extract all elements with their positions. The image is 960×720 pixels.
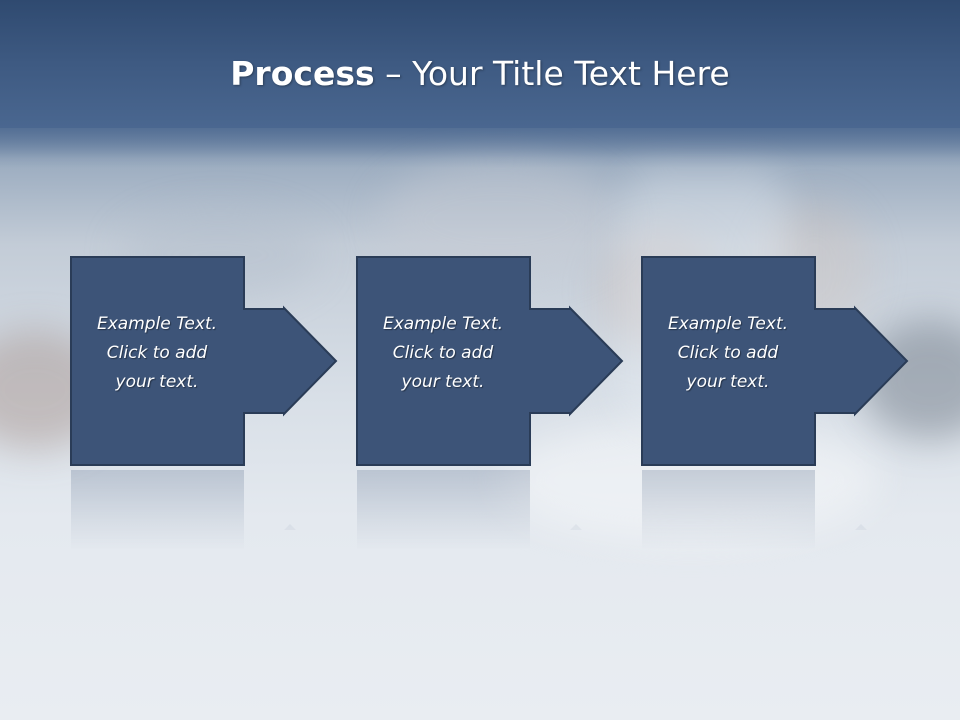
process-step-1[interactable]: Example Text. Click to add your text. (70, 256, 340, 468)
step-text[interactable]: Example Text. Click to add your text. (667, 314, 789, 392)
step-reflection (71, 470, 296, 550)
slide-title[interactable]: Process – Your Title Text Here (0, 52, 960, 96)
slide-title-rest: – Your Title Text Here (374, 54, 730, 93)
step-text[interactable]: Example Text. Click to add your text. (96, 314, 218, 392)
step-reflection (642, 470, 867, 550)
title-banner (0, 0, 960, 128)
step-arrow-shape (641, 256, 909, 466)
slide-title-bold: Process (230, 54, 375, 93)
step-reflection (357, 470, 582, 550)
step-arrow-shape (70, 256, 338, 466)
step-text[interactable]: Example Text. Click to add your text. (382, 314, 504, 392)
process-step-2[interactable]: Example Text. Click to add your text. (356, 256, 626, 468)
process-step-3[interactable]: Example Text. Click to add your text. (641, 256, 911, 468)
step-arrow-shape (356, 256, 624, 466)
